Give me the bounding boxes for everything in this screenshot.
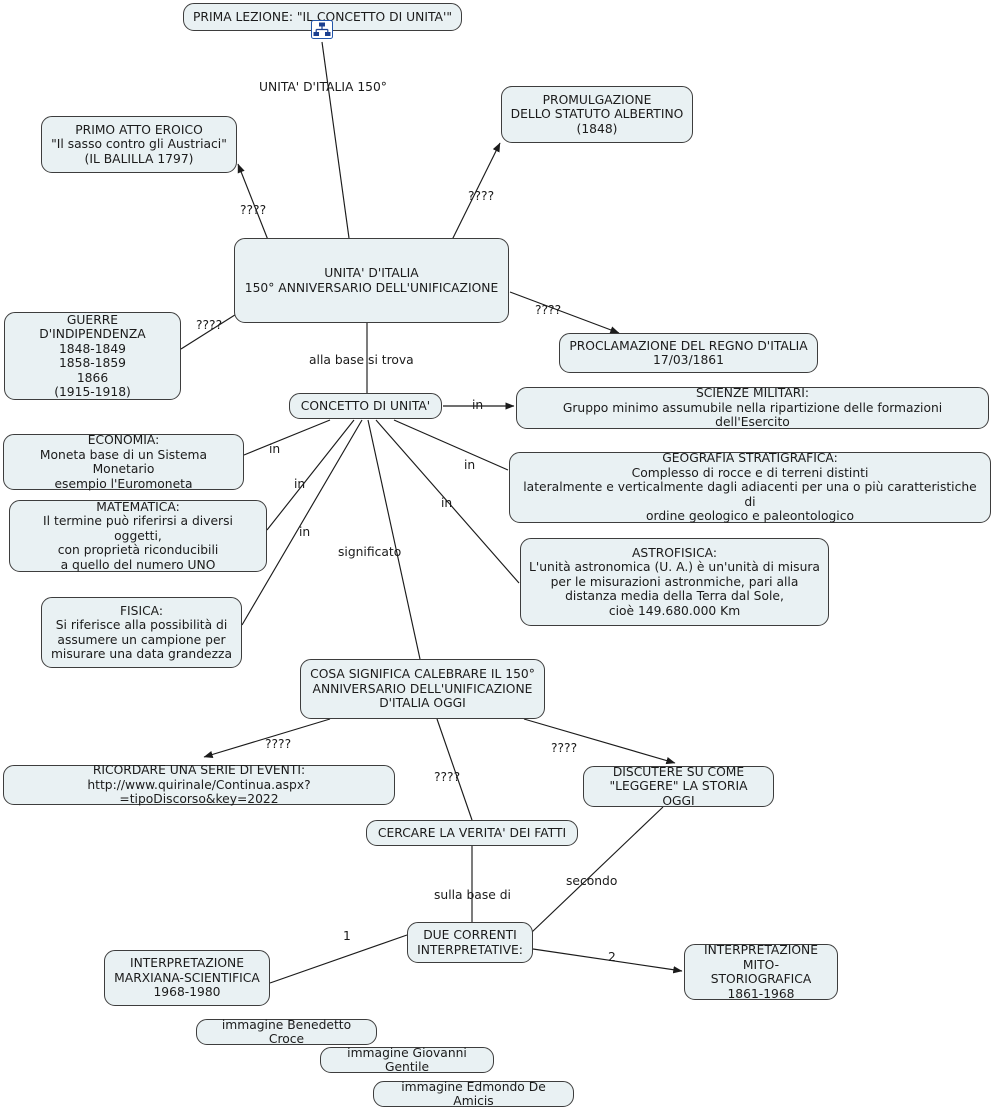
edge-e-concetto-economia: [243, 419, 331, 456]
edge-e-unita-primo-atto: [237, 163, 269, 241]
node-astrofisica[interactable]: ASTROFISICA: L'unità astronomica (U. A.)…: [520, 538, 829, 626]
edge-label-e-cosa-cercare: ????: [434, 770, 461, 784]
node-scienze-militari[interactable]: SCIENZE MILITARI: Gruppo minimo assumubi…: [516, 386, 989, 430]
node-label: INTERPRETAZIONE MARXIANA-SCIENTIFICA 196…: [114, 956, 260, 1000]
edge-label-e-due-correnti-marxiana: 1: [343, 929, 351, 943]
edge-e-concetto-matematica: [266, 419, 355, 531]
edge-e-concetto-geografia: [393, 419, 509, 471]
node-label: PRIMA LEZIONE: "IL CONCETTO DI UNITA'": [193, 9, 452, 24]
node-label: PROCLAMAZIONE DEL REGNO D'ITALIA 17/03/1…: [569, 338, 808, 368]
edge-label-e-unita-promulgazione: ????: [468, 189, 495, 203]
edge-label-e-concetto-geografia: in: [464, 458, 476, 472]
node-label: CERCARE LA VERITA' DEI FATTI: [377, 825, 567, 840]
edge-label-e-concetto-astrofisica: in: [441, 496, 453, 510]
node-label: FISICA: Si riferisce alla possibilità di…: [50, 603, 233, 662]
edge-label-e-unita-guerre: ????: [196, 318, 223, 332]
edge-label-e-cosa-discutere: ????: [551, 741, 578, 755]
edge-label-e-due-correnti-mito: 2: [608, 950, 616, 964]
node-label: SCIENZE MILITARI: Gruppo minimo assumubi…: [562, 386, 943, 430]
edge-label-e-unita-primo-atto: ????: [240, 203, 267, 217]
node-label: PRIMO ATTO EROICO "Il sasso contro gli A…: [51, 122, 227, 166]
node-economia[interactable]: ECONOMIA: Moneta base di un Sistema Mone…: [3, 433, 244, 491]
node-label: GUERRE D'INDIPENDENZA 1848-1849 1858-185…: [39, 312, 146, 400]
node-immagine-de-amicis[interactable]: immagine Edmondo De Amicis: [373, 1079, 574, 1109]
edge-label-e-concetto-cosa-significa: significato: [338, 545, 402, 559]
node-label: COSA SIGNIFICA CALEBRARE IL 150° ANNIVER…: [310, 667, 535, 711]
node-concetto-di-unita[interactable]: CONCETTO DI UNITA': [289, 393, 442, 419]
edge-label-e-unita-proclamazione: ????: [535, 303, 562, 317]
node-interpretazione-marxiana[interactable]: INTERPRETAZIONE MARXIANA-SCIENTIFICA 196…: [104, 950, 270, 1006]
edge-label-e-cosa-ricordare: ????: [265, 737, 292, 751]
node-guerre-indipendenza[interactable]: GUERRE D'INDIPENDENZA 1848-1849 1858-185…: [4, 312, 181, 400]
concept-map-root-icon[interactable]: [311, 20, 333, 39]
edge-e-root-unita: [321, 41, 350, 239]
node-ricordare-eventi[interactable]: RICORDARE UNA SERIE DI EVENTI: http://ww…: [3, 763, 395, 807]
edge-label-e-discutere-due-correnti: secondo: [566, 874, 618, 888]
node-discutere-leggere-storia[interactable]: DISCUTERE SU COME "LEGGERE" LA STORIA OG…: [583, 764, 774, 808]
node-label: RICORDARE UNA SERIE DI EVENTI: http://ww…: [87, 763, 311, 807]
node-cercare-verita[interactable]: CERCARE LA VERITA' DEI FATTI: [366, 820, 578, 846]
edge-e-unita-proclamazione: [509, 291, 620, 334]
edge-label-e-concetto-scienze: in: [472, 398, 484, 412]
node-label: CONCETTO DI UNITA': [300, 398, 431, 413]
node-unita-italia-150[interactable]: UNITA' D'ITALIA 150° ANNIVERSARIO DELL'U…: [234, 238, 509, 323]
node-immagine-croce[interactable]: immagine Benedetto Croce: [196, 1017, 377, 1047]
edge-label-e-concetto-economia: in: [269, 442, 281, 456]
node-label: ASTROFISICA: L'unità astronomica (U. A.)…: [529, 545, 820, 618]
node-label: PROMULGAZIONE DELLO STATUTO ALBERTINO (1…: [510, 92, 684, 136]
node-primo-atto-eroico[interactable]: PRIMO ATTO EROICO "Il sasso contro gli A…: [41, 116, 237, 173]
node-label: INTERPRETAZIONE MITO-STORIOGRAFICA 1861-…: [703, 943, 819, 1001]
node-label: UNITA' D'ITALIA 150° ANNIVERSARIO DELL'U…: [244, 266, 499, 295]
node-proclamazione-regno[interactable]: PROCLAMAZIONE DEL REGNO D'ITALIA 17/03/1…: [559, 333, 818, 373]
node-due-correnti[interactable]: DUE CORRENTI INTERPRETATIVE:: [407, 922, 533, 963]
node-immagine-gentile[interactable]: immagine Giovanni Gentile: [320, 1045, 494, 1075]
node-label: MATEMATICA: Il termine può riferirsi a d…: [43, 499, 233, 572]
edge-e-cosa-discutere: [523, 718, 676, 765]
node-label: immagine Edmondo De Amicis: [401, 1079, 546, 1109]
node-matematica[interactable]: MATEMATICA: Il termine può riferirsi a d…: [9, 500, 267, 572]
node-label: immagine Giovanni Gentile: [347, 1045, 467, 1075]
node-label: DISCUTERE SU COME "LEGGERE" LA STORIA OG…: [609, 764, 748, 808]
node-cosa-significa-celebrare[interactable]: COSA SIGNIFICA CALEBRARE IL 150° ANNIVER…: [300, 659, 545, 719]
node-label: immagine Benedetto Croce: [221, 1017, 352, 1047]
node-label: ECONOMIA: Moneta base di un Sistema Mone…: [39, 433, 208, 491]
edge-label-e-root-unita: UNITA' D'ITALIA 150°: [259, 80, 387, 94]
node-promulgazione-statuto[interactable]: PROMULGAZIONE DELLO STATUTO ALBERTINO (1…: [501, 86, 693, 143]
node-label: DUE CORRENTI INTERPRETATIVE:: [417, 928, 523, 957]
node-fisica[interactable]: FISICA: Si riferisce alla possibilità di…: [41, 597, 242, 668]
edge-e-due-correnti-marxiana: [269, 934, 408, 984]
edge-e-concetto-cosa-significa: [367, 419, 421, 660]
edge-label-e-concetto-fisica: in: [299, 525, 311, 539]
edge-label-e-cercare-due-correnti: sulla base di: [434, 888, 511, 902]
edge-label-e-unita-concetto: alla base si trova: [309, 353, 414, 367]
node-geografia-stratigrafica[interactable]: GEOGRAFIA STRATIGRAFICA: Complesso di ro…: [509, 451, 991, 524]
node-label: GEOGRAFIA STRATIGRAFICA: Complesso di ro…: [523, 451, 977, 524]
node-interpretazione-mito[interactable]: INTERPRETAZIONE MITO-STORIOGRAFICA 1861-…: [684, 943, 838, 1001]
edge-label-e-concetto-matematica: in: [294, 477, 306, 491]
